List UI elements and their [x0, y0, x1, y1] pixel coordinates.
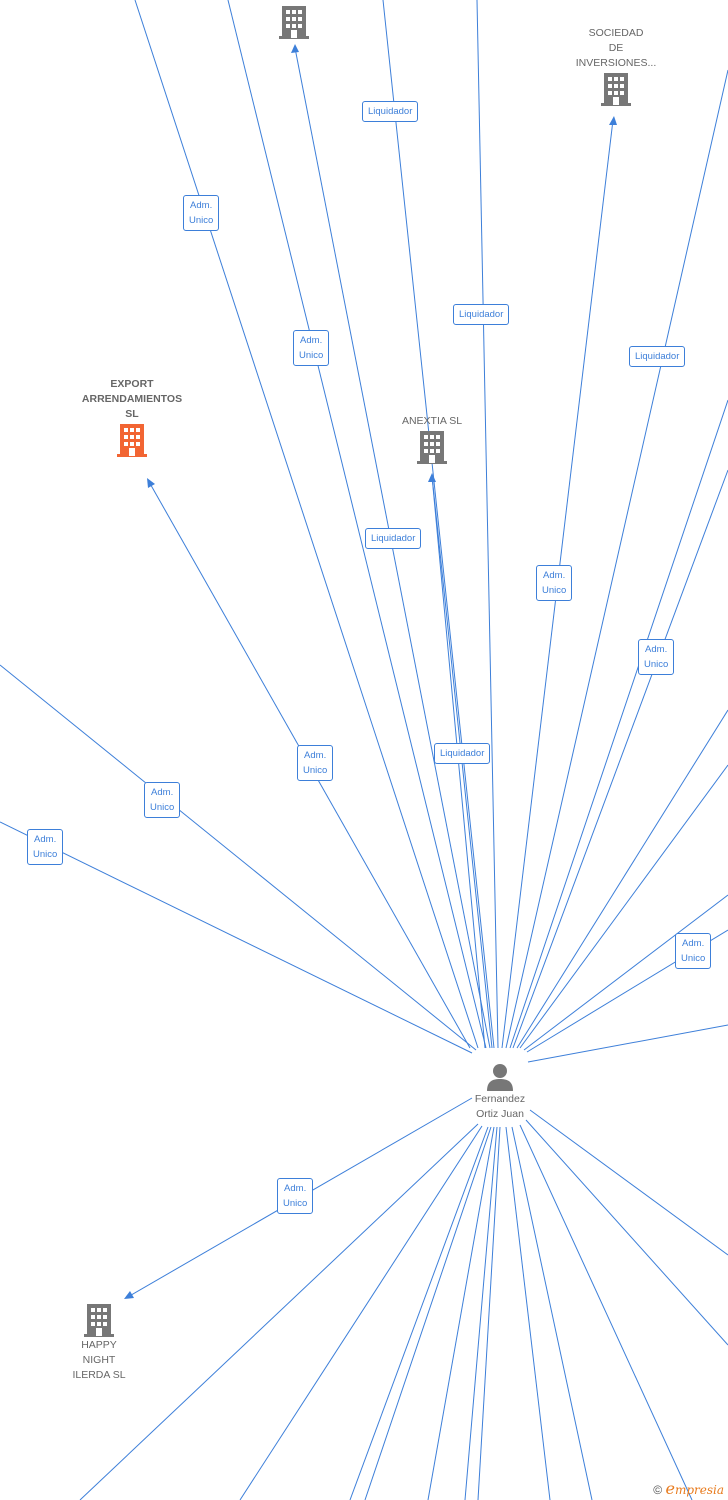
building-icon [84, 1304, 114, 1337]
arrowhead [609, 116, 617, 125]
empresia-watermark: © empresia [653, 1479, 724, 1498]
node-happy-night[interactable]: HAPPY NIGHT ILERDA SL [58, 1302, 140, 1383]
person-name: Fernandez Ortiz Juan [474, 1093, 526, 1120]
edge-label[interactable]: Liquidador [362, 101, 419, 122]
edge-label[interactable]: Liquidador [453, 304, 510, 325]
arrowhead [291, 44, 299, 53]
edge [512, 469, 728, 1049]
edge [79, 1123, 479, 1500]
edge [523, 894, 728, 1051]
edge-label[interactable]: Adm. Unico [536, 565, 573, 601]
node-person-center[interactable]: Fernandez Ortiz Juan [462, 1062, 538, 1122]
edge [464, 1126, 498, 1500]
edge [511, 1126, 593, 1500]
logo-text: mpresia [674, 1483, 724, 1497]
edge [516, 709, 728, 1049]
edge [227, 0, 487, 1049]
building-icon [417, 431, 447, 464]
edge [529, 1109, 728, 1256]
edge-label[interactable]: Adm. Unico [27, 829, 64, 865]
edge-label[interactable]: Adm. Unico [277, 1178, 314, 1214]
edge [527, 1024, 728, 1063]
node-name: ANEXTIA SL [401, 415, 463, 427]
edge [525, 1119, 728, 1346]
arrowhead [124, 1291, 134, 1299]
edge-label[interactable]: Adm. Unico [675, 933, 712, 969]
edge [0, 821, 473, 1054]
copyright-symbol: © [653, 1483, 663, 1497]
edge-label[interactable]: Liquidador [434, 743, 491, 764]
edge-label[interactable]: Liquidador [629, 346, 686, 367]
edge-label[interactable]: Adm. Unico [183, 195, 220, 231]
edge [505, 1126, 551, 1500]
building-icon [601, 73, 631, 106]
edge-label[interactable]: Adm. Unico [297, 745, 334, 781]
node-name: HAPPY NIGHT ILERDA SL [72, 1339, 126, 1381]
node-sociedad[interactable]: SOCIEDAD DE INVERSIONES... [566, 26, 666, 107]
node-top-building[interactable] [268, 4, 320, 40]
edge [349, 1126, 489, 1500]
arrowheads [124, 44, 617, 1299]
edge [134, 0, 479, 1049]
logo-initial: e [665, 1479, 675, 1498]
node-name: EXPORT ARRENDAMIENTOS SL [81, 378, 183, 420]
empresia-logo: empresia [665, 1479, 724, 1498]
edge [477, 1126, 501, 1500]
edge [239, 1125, 483, 1500]
node-name: SOCIEDAD DE INVERSIONES... [575, 27, 657, 69]
node-export-arrendamientos[interactable]: EXPORT ARRENDAMIENTOS SL [66, 377, 198, 458]
edge-label[interactable]: Liquidador [365, 528, 422, 549]
edge-label[interactable]: Adm. Unico [293, 330, 330, 366]
edge [505, 69, 728, 1049]
edge [0, 664, 477, 1051]
edge [509, 399, 728, 1049]
edge [519, 764, 728, 1049]
edge [427, 1126, 495, 1500]
arrowhead [147, 478, 155, 488]
person-icon [487, 1064, 513, 1091]
edge [476, 0, 499, 1049]
edge [382, 0, 495, 1049]
edge [519, 1124, 693, 1500]
building-icon [279, 6, 309, 39]
building-icon [117, 424, 147, 457]
node-anextia[interactable]: ANEXTIA SL [390, 414, 474, 465]
edge [364, 1126, 492, 1500]
edge-label[interactable]: Adm. Unico [638, 639, 675, 675]
edge-label[interactable]: Adm. Unico [144, 782, 181, 818]
arrowhead [428, 473, 436, 482]
